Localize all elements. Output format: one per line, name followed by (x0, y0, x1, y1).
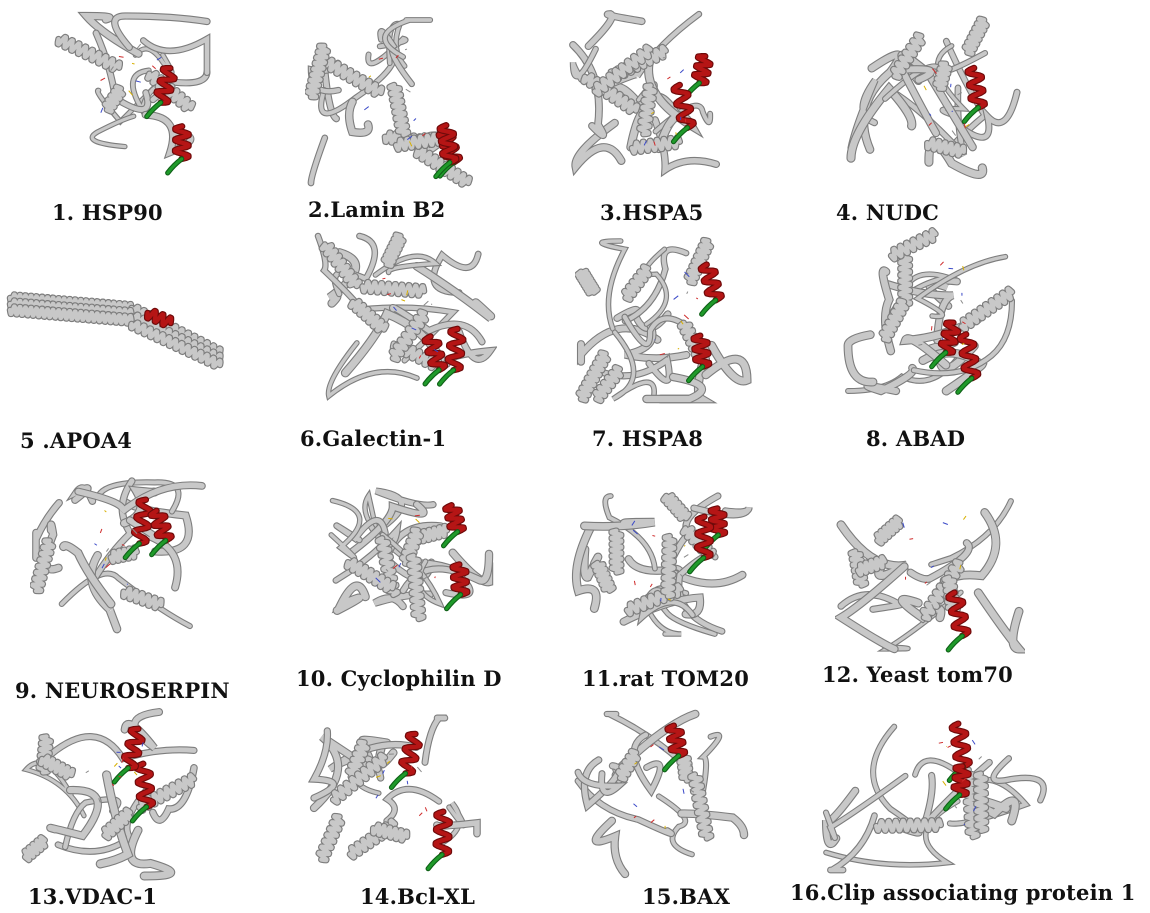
protein-structure-render (305, 14, 487, 189)
protein-structure-render (572, 708, 750, 880)
caption-6: 6.Galectin-1 (300, 426, 446, 451)
protein-structure-render (575, 235, 753, 405)
caption-12: 12. Yeast tom70 (822, 662, 1013, 687)
structure-image-9 (30, 475, 212, 635)
protein-structure-render (565, 490, 755, 640)
structure-image-6 (312, 230, 497, 402)
structure-image-1 (38, 10, 213, 180)
protein-structure-render (845, 14, 1023, 189)
structure-image-11 (565, 490, 755, 640)
protein-structure-render (820, 706, 1060, 876)
protein-structure-render (38, 10, 213, 180)
caption-7: 7. HSPA8 (592, 426, 703, 451)
protein-structure-render (308, 712, 483, 872)
caption-3: 3.HSPA5 (600, 200, 704, 225)
structure-image-4 (845, 14, 1023, 189)
structure-image-8 (842, 225, 1018, 397)
caption-2: 2.Lamin B2 (308, 197, 445, 222)
structure-image-7 (575, 235, 753, 405)
protein-structure-render (5, 278, 235, 373)
caption-15: 15.BAX (642, 884, 730, 909)
protein-structure-render (567, 8, 739, 193)
protein-structure-render (310, 485, 495, 625)
caption-16: 16.Clip associating protein 1 (790, 880, 1136, 905)
structure-image-15 (572, 708, 750, 880)
caption-9: 9. NEUROSERPIN (15, 678, 230, 703)
structure-image-14 (308, 712, 483, 872)
caption-1: 1. HSP90 (52, 200, 163, 225)
structure-image-12 (835, 485, 1025, 655)
caption-5: 5 .APOA4 (20, 428, 132, 453)
caption-10: 10. Cyclophilin D (296, 666, 502, 691)
protein-structure-render (312, 230, 497, 402)
structure-image-5 (5, 278, 235, 373)
protein-structure-render (842, 225, 1018, 397)
structure-image-13 (10, 706, 200, 882)
caption-8: 8. ABAD (866, 426, 965, 451)
caption-14: 14.Bcl-XL (360, 884, 475, 909)
structure-image-16 (820, 706, 1060, 876)
protein-structure-render (10, 706, 200, 882)
structure-image-10 (310, 485, 495, 625)
caption-4: 4. NUDC (836, 200, 939, 225)
protein-structure-render (30, 475, 212, 635)
structure-image-2 (305, 14, 487, 189)
caption-11: 11.rat TOM20 (582, 666, 749, 691)
protein-structure-render (835, 485, 1025, 655)
structure-image-3 (567, 8, 739, 193)
caption-13: 13.VDAC-1 (28, 884, 157, 909)
